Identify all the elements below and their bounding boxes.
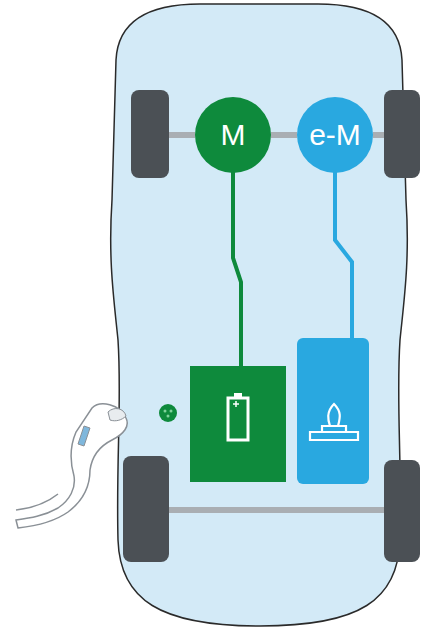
battery-icon xyxy=(235,401,237,407)
front-axle xyxy=(165,132,195,138)
charging-port xyxy=(170,410,173,413)
battery-icon xyxy=(228,398,248,440)
charging-port xyxy=(164,410,167,413)
axle-connector xyxy=(271,135,297,136)
battery-icon xyxy=(234,393,242,398)
charging-port xyxy=(159,404,177,422)
charging-port xyxy=(167,415,170,418)
charging-plug xyxy=(16,404,127,528)
plug-grip xyxy=(78,426,90,446)
wheel xyxy=(384,90,420,178)
rear-axle xyxy=(165,507,390,513)
wheel xyxy=(123,456,169,562)
node-label: M xyxy=(221,120,246,150)
motor-circle: M xyxy=(195,97,271,173)
fuel-tank xyxy=(297,338,369,484)
flame-icon xyxy=(310,404,358,440)
battery-box xyxy=(190,366,286,482)
plug-head xyxy=(108,409,126,421)
node-label: e-M xyxy=(309,120,361,150)
wheel xyxy=(131,90,169,178)
charging-cable xyxy=(16,494,58,510)
car-body xyxy=(111,4,408,626)
wheel xyxy=(384,460,420,562)
electric-motor-circle: e-M xyxy=(297,97,373,173)
fuel-line xyxy=(335,170,352,340)
electric-line xyxy=(233,170,241,367)
